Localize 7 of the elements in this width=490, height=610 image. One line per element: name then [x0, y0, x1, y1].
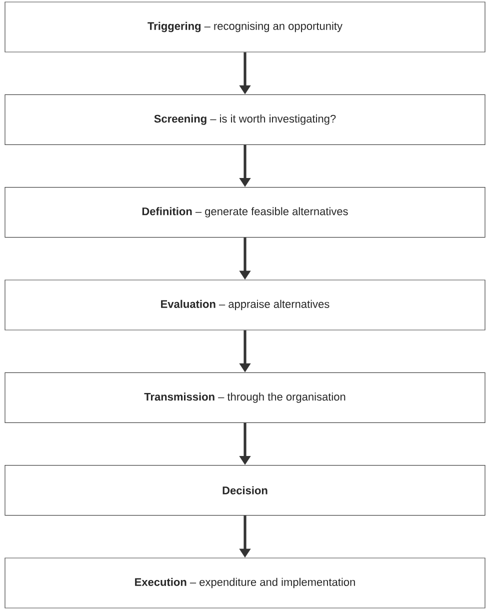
process-box: Transmission – through the organisation: [4, 372, 486, 423]
process-box: Decision: [4, 465, 486, 516]
process-box: Screening – is it worth investigating?: [4, 94, 486, 145]
process-box: Definition – generate feasible alternatives: [4, 187, 486, 238]
process-box: Execution – expenditure and implementation: [4, 558, 486, 608]
process-box: Triggering – recognising an opportunity: [4, 2, 486, 52]
process-box: Evaluation – appraise alternatives: [4, 280, 486, 330]
